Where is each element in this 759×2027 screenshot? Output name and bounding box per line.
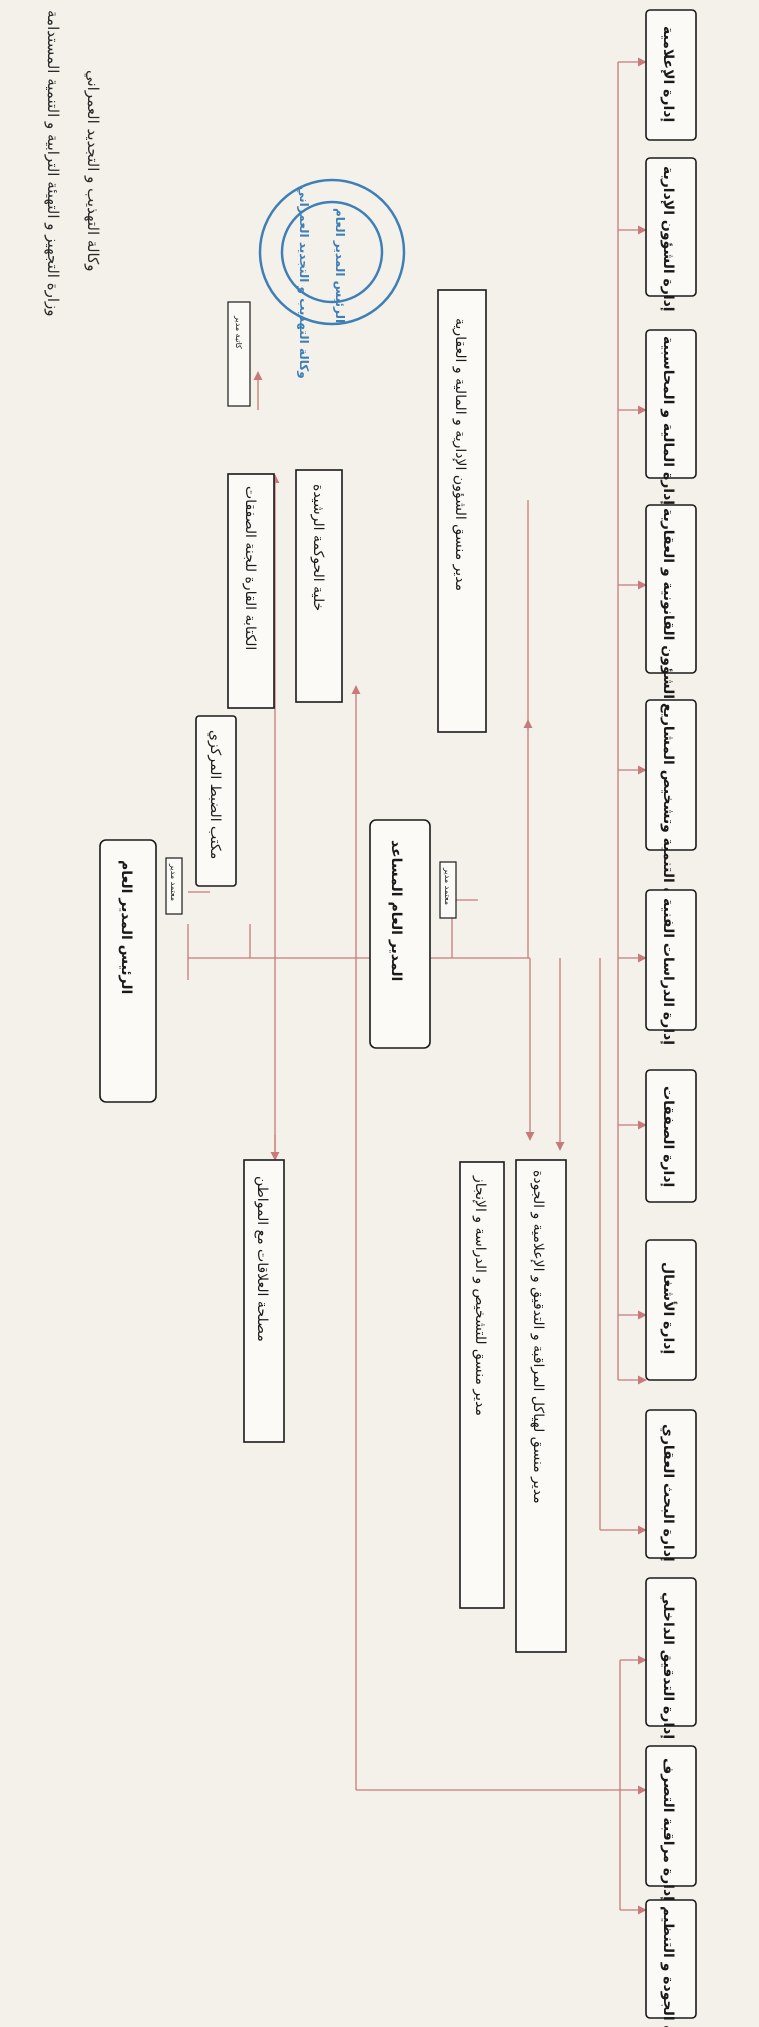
department-informatics: إدارة الإعلامية — [645, 9, 697, 141]
department-label: إدارة البحث العقاري — [659, 1424, 676, 1562]
department-admin-affairs: إدارة الشؤون الإدارية — [645, 157, 697, 312]
citizen-relations-label: مصلحة العلاقات مع المواطن — [254, 1176, 270, 1342]
department-label: إدارة الأشغال — [660, 1262, 677, 1354]
coord-diagnosis-node: مدير منسق للتشخيص و الدراسة و الإنجاز — [459, 1161, 505, 1609]
ceo-secretary-node: معتمد مدير — [165, 857, 183, 915]
control-unit-label: إدارة التدقيق الداخلي — [660, 1592, 676, 1739]
control-unit-quality: إدارة الجودة و التنظيم — [645, 1899, 697, 2027]
department-label: إدارة الشؤون الإدارية — [660, 166, 676, 312]
governance-node: خلية الحوكمة الرشيدة — [295, 469, 343, 703]
department-finance: إدارة المالية و المحاسبية — [645, 329, 697, 505]
agm-secretary-label: معتمد مدير — [443, 867, 452, 905]
coord-diagnosis-label: مدير منسق للتشخيص و الدراسة و الإنجاز — [472, 1175, 488, 1416]
official-stamp: وكالة التهذيب و التجديد العمراني الرئيس … — [258, 178, 406, 379]
control-unit-label: إدارة الجودة و التنظيم — [660, 1906, 676, 2027]
agency-header: وكالة التهذيب و التجديد العمراني — [84, 70, 102, 271]
department-development: إدارة التنمية وتشخيص المشاريع — [645, 699, 697, 921]
coord-admin-node: مدير منسق الشؤون الإدارية و المالية و ال… — [437, 289, 487, 733]
central-control-node: مكتب الضبط المركزي — [195, 715, 237, 887]
control-unit-internal-audit: إدارة التدقيق الداخلي — [645, 1577, 697, 1739]
standing-committee-node: الكتابة القارة للجنة الصفقات — [227, 473, 275, 709]
stamp-center-text: الرئيس المدير العام — [332, 208, 347, 323]
assistant-gm-node: المدير العام المساعد — [369, 819, 431, 1049]
ceo-secretary-label: معتمد مدير — [169, 863, 178, 901]
ceo-node: الرئيس المدير العام — [99, 839, 157, 1103]
committee-secretary-node: كاتبة مدير — [227, 301, 251, 407]
assistant-gm-label: المدير العام المساعد — [388, 840, 404, 981]
agm-secretary-node: معتمد مدير — [439, 861, 457, 919]
department-label: إدارة التنمية وتشخيص المشاريع — [660, 703, 676, 921]
ceo-label: الرئيس المدير العام — [118, 860, 134, 994]
department-procurement: إدارة الصفقات — [645, 1069, 697, 1203]
standing-committee-label: الكتابة القارة للجنة الصفقات — [242, 486, 258, 650]
department-column: إدارة الإعلامية إدارة الشؤون الإدارية إد… — [645, 9, 697, 1562]
department-label: إدارة الدراسات الفنية — [660, 898, 676, 1045]
stamp-text: وكالة التهذيب و التجديد العمراني — [296, 186, 311, 379]
department-technical-studies: إدارة الدراسات الفنية — [645, 889, 697, 1045]
committee-secretary-label: كاتبة مدير — [234, 315, 243, 349]
central-control-label: مكتب الضبط المركزي — [207, 730, 223, 859]
control-units: إدارة التدقيق الداخلي إدارة مراقبة التصر… — [645, 1577, 697, 2027]
ministry-header: وزارة التجهيز و التهيئة الترابية و التنم… — [44, 10, 62, 316]
department-legal: إدارة الشؤون القانونية و العقارية — [645, 504, 697, 737]
citizen-relations-node: مصلحة العلاقات مع المواطن — [243, 1159, 285, 1443]
department-works: إدارة الأشغال — [645, 1239, 697, 1381]
coord-control-label: مدير منسق لهياكل المراقبة و التدقيق و ال… — [530, 1170, 546, 1504]
governance-label: خلية الحوكمة الرشيدة — [310, 484, 326, 611]
department-label: إدارة المالية و المحاسبية — [660, 336, 676, 505]
control-unit-management-control: إدارة مراقبة التصرف — [645, 1745, 697, 1901]
department-land-research: إدارة البحث العقاري — [645, 1409, 697, 1562]
department-label: إدارة الصفقات — [660, 1086, 676, 1187]
coord-control-node: مدير منسق لهياكل المراقبة و التدقيق و ال… — [515, 1159, 567, 1653]
coord-admin-label: مدير منسق الشؤون الإدارية و المالية و ال… — [452, 318, 468, 591]
department-label: إدارة الشؤون القانونية و العقارية — [660, 508, 676, 737]
control-unit-label: إدارة مراقبة التصرف — [660, 1758, 676, 1901]
department-label: إدارة الإعلامية — [660, 26, 676, 122]
